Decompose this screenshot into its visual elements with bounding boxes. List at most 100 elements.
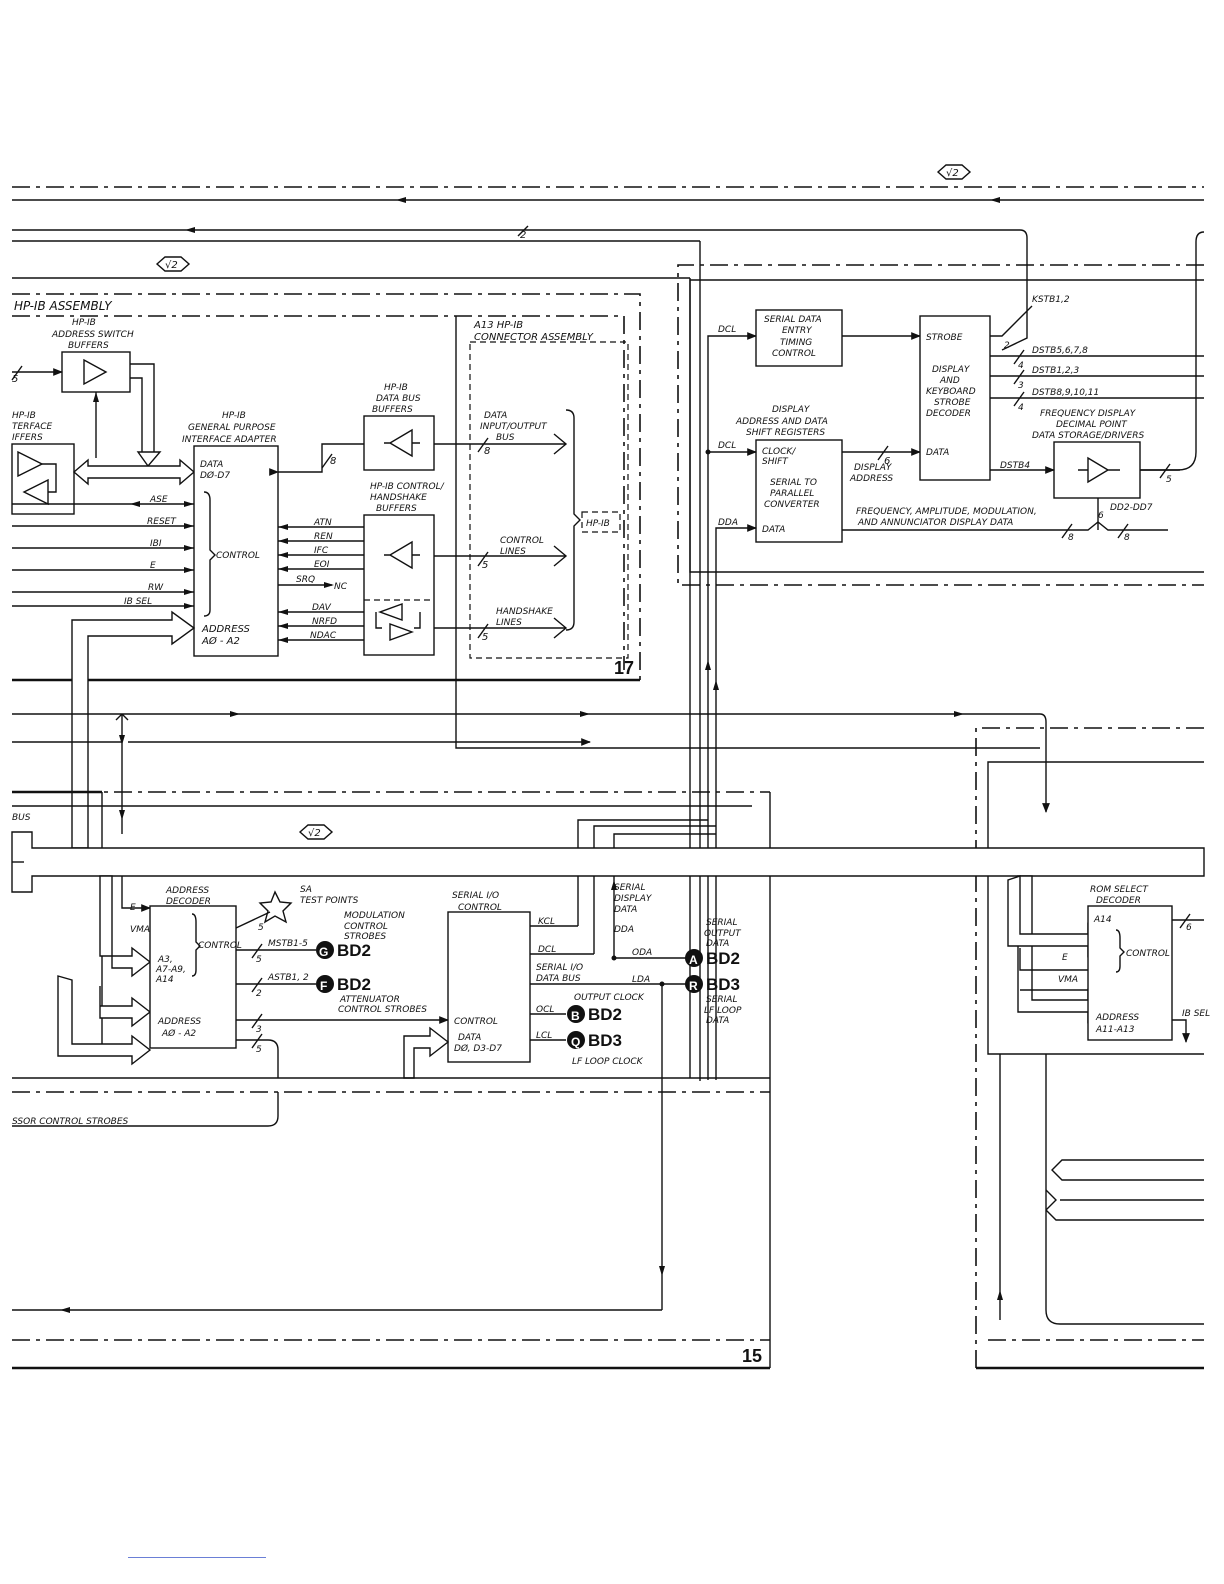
serial-sig: OCL <box>536 1005 554 1015</box>
display-inner-border <box>689 279 1204 573</box>
gpia-block <box>193 445 279 657</box>
shift-title-2: ADDRESS AND DATA <box>735 417 828 427</box>
shift-title-3: SHIFT REGISTERS <box>746 428 825 438</box>
serial-display-3: DATA <box>614 905 637 915</box>
input-dda: DDA <box>718 518 738 528</box>
section-number-17: 17 <box>614 658 634 678</box>
gpia-data-1: DATA <box>200 460 223 470</box>
addr-switch-label-3: BUFFERS <box>68 341 109 351</box>
signal-label: NRFD <box>312 617 337 627</box>
svg-text:Q: Q <box>571 1035 580 1049</box>
strobe-data: DATA <box>926 448 949 458</box>
bus-width: 5 <box>12 374 18 385</box>
gpia-address-2: AØ - A2 <box>201 635 240 647</box>
hpib-inner-border <box>12 315 625 670</box>
v2-ref-text: √2 <box>308 828 321 839</box>
serial-io-port: DØ, D3-D7 <box>454 1043 502 1054</box>
strobe-out: DSTB1,2,3 <box>1032 366 1079 376</box>
offpage-ref-g-bd2: G BD2 <box>316 941 371 960</box>
serial-output-3: DATA <box>706 939 729 949</box>
shift-clock-2: SHIFT <box>762 457 789 467</box>
strobe-dec-2: AND <box>939 376 960 386</box>
serial-io-port: DATA <box>458 1033 481 1043</box>
addr-decoder-2: DECODER <box>166 897 211 907</box>
svg-text:5: 5 <box>258 923 264 933</box>
signal-label: NDAC <box>310 631 337 641</box>
strobe-dec-1: DISPLAY <box>932 365 971 375</box>
signal-label: DAV <box>312 603 332 613</box>
serial-output-1: SERIAL <box>706 918 737 928</box>
address-decoder-block <box>149 905 237 1049</box>
dda-label: DDA <box>614 925 634 935</box>
ctl-buf-2: HANDSHAKE <box>370 493 427 503</box>
signal-label: ATN <box>313 518 332 528</box>
signal-label-nc: NC <box>334 582 348 592</box>
gpia-address-1: ADDRESS <box>201 624 250 635</box>
signal-label: RESET <box>147 517 177 527</box>
addr-switch-label-1: HP-IB <box>72 318 96 328</box>
strobe-dec-4: STROBE <box>934 398 971 408</box>
input-dcl: DCL <box>718 325 736 335</box>
svg-text:G: G <box>319 945 328 959</box>
underline-rule <box>128 1557 266 1558</box>
shift-conv-2: PARALLEL <box>770 489 814 499</box>
v2-ref-top: √2 <box>936 164 972 180</box>
rom-in: A11-A13 <box>1095 1025 1135 1035</box>
dstb4: DSTB4 <box>1000 461 1030 471</box>
signal-label: SRQ <box>296 575 315 585</box>
serial-sig: SERIAL I/O <box>536 963 583 973</box>
astb-label: ASTB1, 2 <box>267 973 309 983</box>
serial-display-2: DISPLAY <box>614 894 653 904</box>
svg-text:4: 4 <box>1018 403 1024 413</box>
serial-entry-block <box>755 309 843 367</box>
signal-label: IB SEL <box>124 597 152 607</box>
annunciator-1: FREQUENCY, AMPLITUDE, MODULATION, <box>856 507 1037 517</box>
buffer-icon <box>384 428 420 458</box>
a13-data-2: INPUT/OUTPUT <box>480 422 548 432</box>
rom-ib-sel: IB SEL <box>1182 1009 1210 1019</box>
bus-width: 2 <box>520 230 526 241</box>
mstb-label: MSTB1-5 <box>268 939 308 949</box>
svg-text:8: 8 <box>1068 533 1074 543</box>
gpia-control: CONTROL <box>216 551 260 561</box>
a13-ctl-2: LINES <box>500 547 526 557</box>
ctl-buf-3: BUFFERS <box>376 504 417 514</box>
v2-ref-bus: √2 <box>298 824 334 840</box>
offpage-ref-b-bd2: B BD2 <box>567 1005 622 1024</box>
ctl-buf-1: HP-IB CONTROL/ <box>370 482 445 492</box>
svg-text:5: 5 <box>256 955 262 965</box>
addr-switch-buffer <box>61 351 131 393</box>
gpia-data-2: DØ-D7 <box>200 470 230 481</box>
display-address-2: ADDRESS <box>849 474 893 484</box>
a13-connector-box <box>469 341 629 659</box>
serial-entry-1: SERIAL DATA <box>764 315 822 325</box>
gpia-title-1: HP-IB <box>222 411 246 421</box>
output-clock: OUTPUT CLOCK <box>574 993 645 1003</box>
decoder-in: A14 <box>155 975 174 985</box>
a13-title-1: A13 HP-IB <box>473 320 523 331</box>
buffer-icon <box>375 603 421 641</box>
display-section-border <box>677 264 1204 586</box>
lf-clock: LF LOOP CLOCK <box>572 1057 644 1067</box>
a13-data-3: BUS <box>496 433 515 443</box>
freq-display-block <box>1053 441 1141 499</box>
svg-text:2: 2 <box>1004 341 1010 351</box>
serial-lf-3: DATA <box>706 1016 729 1026</box>
processor-strobes: SSOR CONTROL STROBES <box>12 1117 129 1127</box>
gpia-left-signals: ASE RESET IBI E RW IB SEL <box>12 495 194 609</box>
iface-buffer <box>11 443 75 515</box>
section-number-15: 15 <box>742 1346 762 1366</box>
serial-io-2: CONTROL <box>458 903 502 913</box>
test-points-2: TEST POINTS <box>300 896 359 906</box>
svg-text:3: 3 <box>1018 381 1024 391</box>
rom-in: E <box>1062 953 1068 963</box>
freq-display-1: FREQUENCY DISPLAY <box>1040 409 1137 419</box>
atten-strobes-1: ATTENUATOR <box>339 995 400 1005</box>
strobe-dec-3: KEYBOARD <box>926 387 976 397</box>
serial-lf-1: SERIAL <box>706 995 737 1005</box>
address-bus-arrow <box>71 610 196 849</box>
svg-text:A: A <box>689 953 698 967</box>
main-bus <box>11 831 1205 893</box>
buffer-icon <box>83 358 108 386</box>
strobe-decoder-block <box>919 315 991 481</box>
